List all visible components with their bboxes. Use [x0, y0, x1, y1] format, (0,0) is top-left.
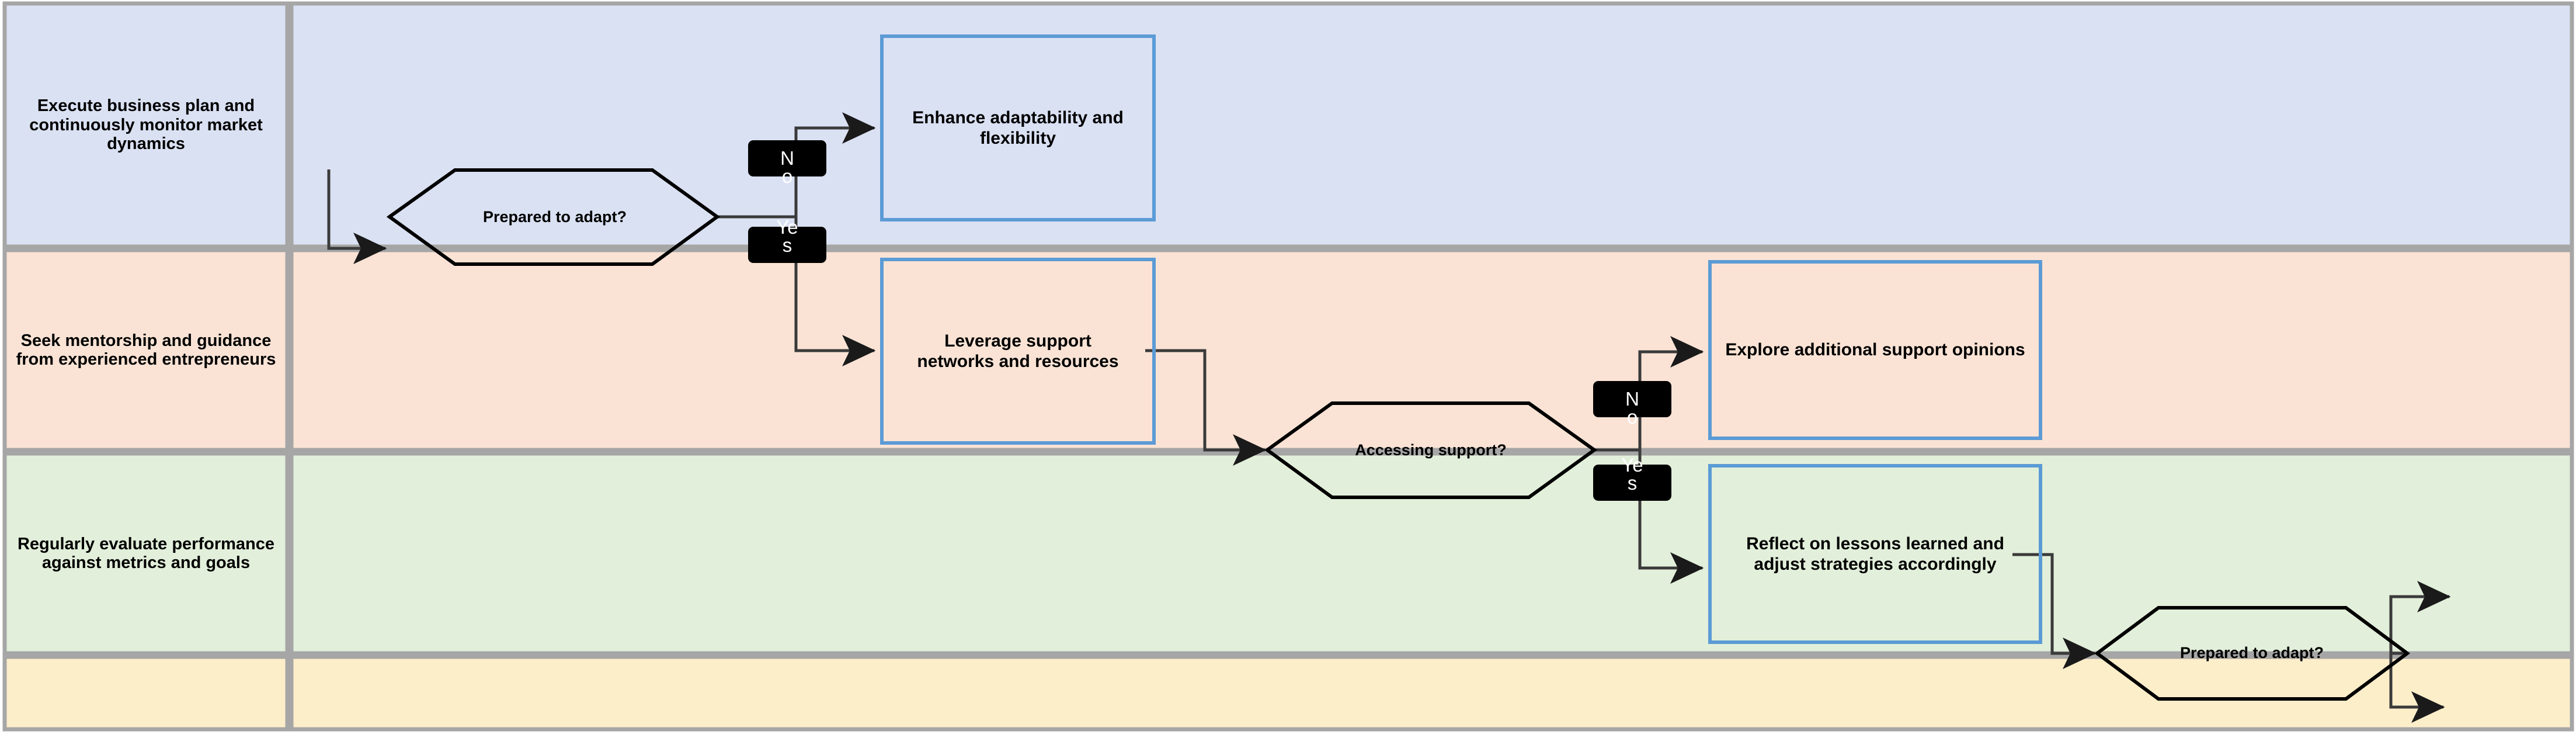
- edge-adapt2-out-lower-path: [2389, 653, 2445, 723]
- process-reflect-lessons-shape[interactable]: [1708, 464, 2042, 644]
- decision-prepared-to-adapt-2-shape[interactable]: [2094, 606, 2411, 701]
- lane-1-header-cell: [2, 1, 290, 249]
- lane-2-header-cell: [2, 248, 290, 452]
- badge-yes-2: [1593, 465, 1671, 501]
- process-leverage-support-shape[interactable]: [880, 258, 1156, 445]
- edge-adapt1-no-path: [794, 112, 876, 217]
- lane-2-body-cell: [289, 248, 2574, 452]
- edge-leverage-to-accessing-path: [1145, 349, 1267, 466]
- lane-3-body-cell: [289, 451, 2574, 656]
- edge-start-path: [327, 169, 387, 264]
- lane-1-body-cell: [289, 1, 2574, 249]
- lane-4-header-cell: [2, 654, 290, 732]
- edge-accessing-no-path: [1638, 336, 1704, 450]
- lane-3-header-cell: [2, 451, 290, 656]
- decision-prepared-to-adapt-1-shape[interactable]: [386, 168, 721, 266]
- process-explore-support-opinions-shape[interactable]: [1708, 260, 2042, 440]
- edge-reflect-to-adapt2-path: [2012, 553, 2097, 669]
- badge-yes-1: [748, 227, 826, 263]
- process-enhance-adaptability-shape[interactable]: [880, 34, 1156, 221]
- decision-accessing-support-shape[interactable]: [1264, 401, 1598, 499]
- badge-no-2: [1593, 381, 1671, 417]
- badge-no-1: [748, 140, 826, 176]
- lane-4-body-cell: [289, 654, 2574, 732]
- edge-adapt2-out-upper-path: [2389, 581, 2451, 653]
